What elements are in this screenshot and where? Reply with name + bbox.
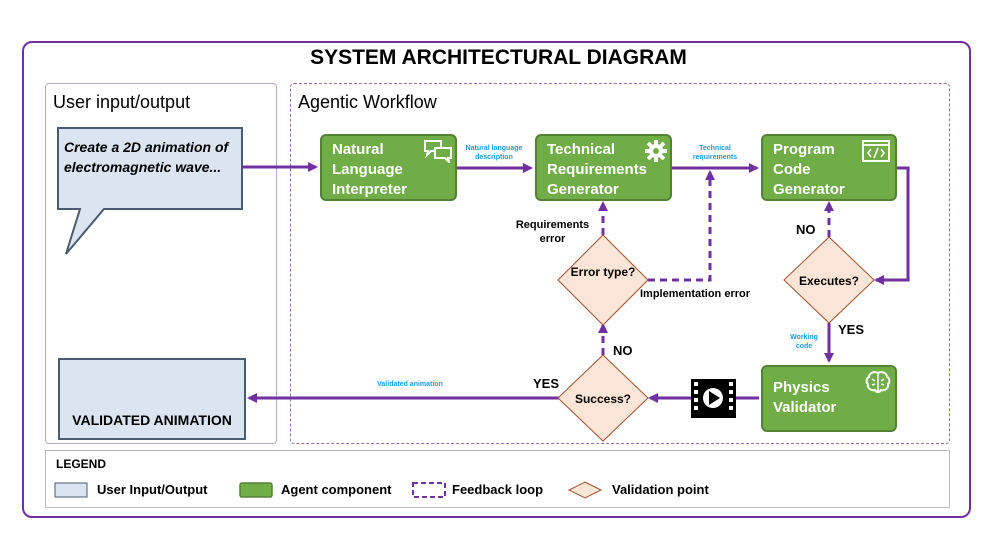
yes-success-label: YES bbox=[533, 376, 560, 391]
validated-animation-box bbox=[58, 358, 246, 440]
legend-validation-text: Validation point bbox=[612, 482, 709, 497]
legend-io-swatch bbox=[54, 482, 88, 498]
agentic-workflow-panel-title: Agentic Workflow bbox=[298, 92, 437, 112]
error-type-diamond bbox=[557, 234, 649, 326]
gear-icon bbox=[645, 140, 667, 162]
agent-validator-label: Physics Validator bbox=[773, 379, 837, 416]
legend-agent-text: Agent component bbox=[281, 482, 392, 497]
yes-code-label: YES bbox=[838, 322, 865, 337]
no-code-label: NO bbox=[796, 222, 816, 237]
diagram-frame bbox=[22, 41, 971, 518]
requirements-error-label: Requirements error bbox=[515, 219, 590, 245]
legend-feedback-text: Feedback loop bbox=[452, 482, 544, 497]
success-diamond bbox=[557, 354, 649, 442]
executes-diamond bbox=[783, 236, 875, 324]
error-type-label: Error type? bbox=[570, 265, 636, 279]
agent-physics-validator: Physics Validator bbox=[761, 365, 897, 432]
brain-icon bbox=[865, 371, 891, 394]
code-to-executes-arrow bbox=[874, 166, 910, 285]
agent-program-code-generator: Program Code Generator bbox=[761, 134, 897, 201]
validated-animation-label: VALIDATED ANIMATION bbox=[72, 412, 232, 428]
agent-technical-requirements-generator: Technical Requirements Generator bbox=[535, 134, 672, 201]
diagram-title: SYSTEM ARCHITECTURAL DIAGRAM bbox=[310, 46, 687, 69]
legend-box bbox=[45, 450, 950, 508]
legend-title: LEGEND bbox=[56, 457, 107, 471]
implementation-error-label: Implementation error bbox=[639, 288, 751, 300]
success-label: Success? bbox=[574, 392, 632, 406]
tech-requirements-edge-label: Technical requirements bbox=[692, 145, 738, 161]
user-io-panel-title: User input/output bbox=[53, 92, 191, 112]
user-prompt-text: Create a 2D animation of electromagnetic… bbox=[64, 139, 229, 175]
error-type-to-code-feedback bbox=[648, 170, 715, 282]
legend-io-text: User Input/Output bbox=[97, 482, 208, 497]
code-window-icon bbox=[862, 140, 890, 162]
legend-validation-swatch bbox=[567, 481, 603, 499]
legend-feedback-swatch bbox=[412, 482, 446, 498]
user-prompt-bubble bbox=[57, 127, 243, 255]
no-success-label: NO bbox=[613, 343, 633, 358]
agentic-workflow-panel bbox=[290, 83, 950, 444]
executes-label: Executes? bbox=[798, 274, 860, 288]
legend-agent-swatch bbox=[239, 482, 273, 498]
agent-natural-language-interpreter: Natural Language Interpreter bbox=[320, 134, 457, 201]
user-io-panel bbox=[45, 83, 277, 444]
validated-animation-edge-label: Validated animation bbox=[377, 381, 443, 388]
agent-code-label: Program Code Generator bbox=[773, 141, 845, 198]
agent-requirements-label: Technical Requirements Generator bbox=[547, 141, 648, 198]
video-clip-icon bbox=[691, 379, 736, 418]
working-code-edge-label: Working code bbox=[790, 334, 818, 350]
agent-interpreter-label: Natural Language Interpreter bbox=[332, 141, 408, 198]
chat-bubbles-icon bbox=[424, 140, 452, 163]
nl-description-edge-label: Natural language description bbox=[465, 145, 523, 161]
